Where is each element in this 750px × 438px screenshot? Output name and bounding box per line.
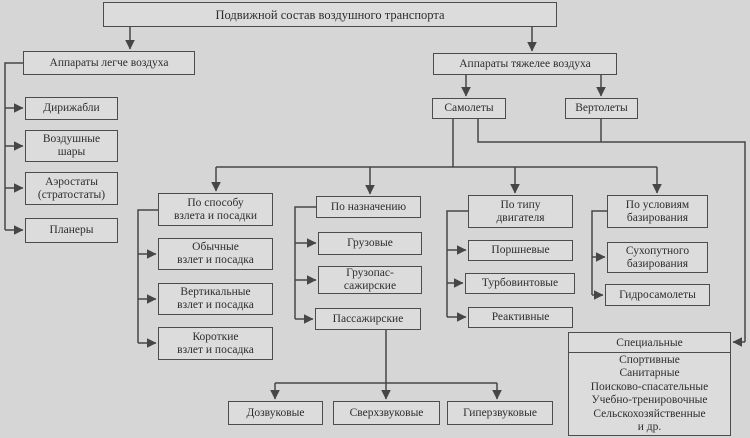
node-gliders: Планеры [25,218,118,243]
node-aerostats: Аэростаты (стратостаты) [25,172,118,205]
node-jet: Реактивные [468,307,573,328]
special-list-item: Поисково-спасательные [590,380,709,393]
node-hypersonic: Гиперзвуковые [447,401,553,425]
node-piston: Поршневые [468,240,573,261]
node-cargo-passenger: Грузопас- сажирские [318,266,422,294]
spine-passenger-speeds [275,330,497,384]
node-by-purpose: По назначению [316,196,421,218]
spine-lighter-group [4,62,23,230]
node-passenger: Пассажирские [315,308,421,330]
special-list-item: и др. [637,421,662,434]
node-by-basing: По условиям базирования [607,195,708,228]
node-seaplanes: Гидросамолеты [605,284,710,306]
node-turboprop: Турбовинтовые [465,273,575,294]
node-airplanes: Самолеты [432,98,506,119]
node-lighter-than-air: Аппараты легче воздуха [23,51,195,75]
node-root: Подвижной состав воздушного транспорта [103,2,557,27]
node-helicopters: Вертолеты [565,98,638,119]
node-short-takeoff: Короткие взлет и посадка [158,327,273,360]
node-land-based: Сухопутного базирования [607,242,708,273]
node-heavier-than-air: Аппараты тяжелее воздуха [433,53,617,75]
spine-purpose-group [294,206,316,319]
special-list-item: Учебно-тренировочные [591,394,708,407]
special-list-item: Сельскохозяйственные [593,407,706,420]
node-dirigibles: Дирижабли [25,97,118,120]
node-air-balloons: Воздушные шары [25,130,118,162]
node-supersonic: Сверхзвуковые [333,401,440,425]
spine-engine-group [446,210,468,317]
special-list-item: Спортивные [619,354,680,366]
node-cargo: Грузовые [318,232,422,255]
spine-airplane-categories [216,119,657,168]
node-special-header: Специальные [569,333,730,353]
node-by-takeoff-landing: По способу взлета и посадки [158,193,273,226]
spine-takeoff-group [137,209,158,343]
node-subsonic: Дозвуковые [228,401,323,425]
node-by-engine-type: По типу двигателя [468,195,573,228]
spine-basing-group [591,210,607,295]
node-normal-takeoff: Обычные взлет и посадка [158,238,273,270]
node-vertical-takeoff: Вертикальные взлет и посадка [158,283,273,315]
special-list-item: Санитарные [619,367,680,380]
spine-special-feed [477,119,746,342]
connector-arrows [5,27,745,400]
